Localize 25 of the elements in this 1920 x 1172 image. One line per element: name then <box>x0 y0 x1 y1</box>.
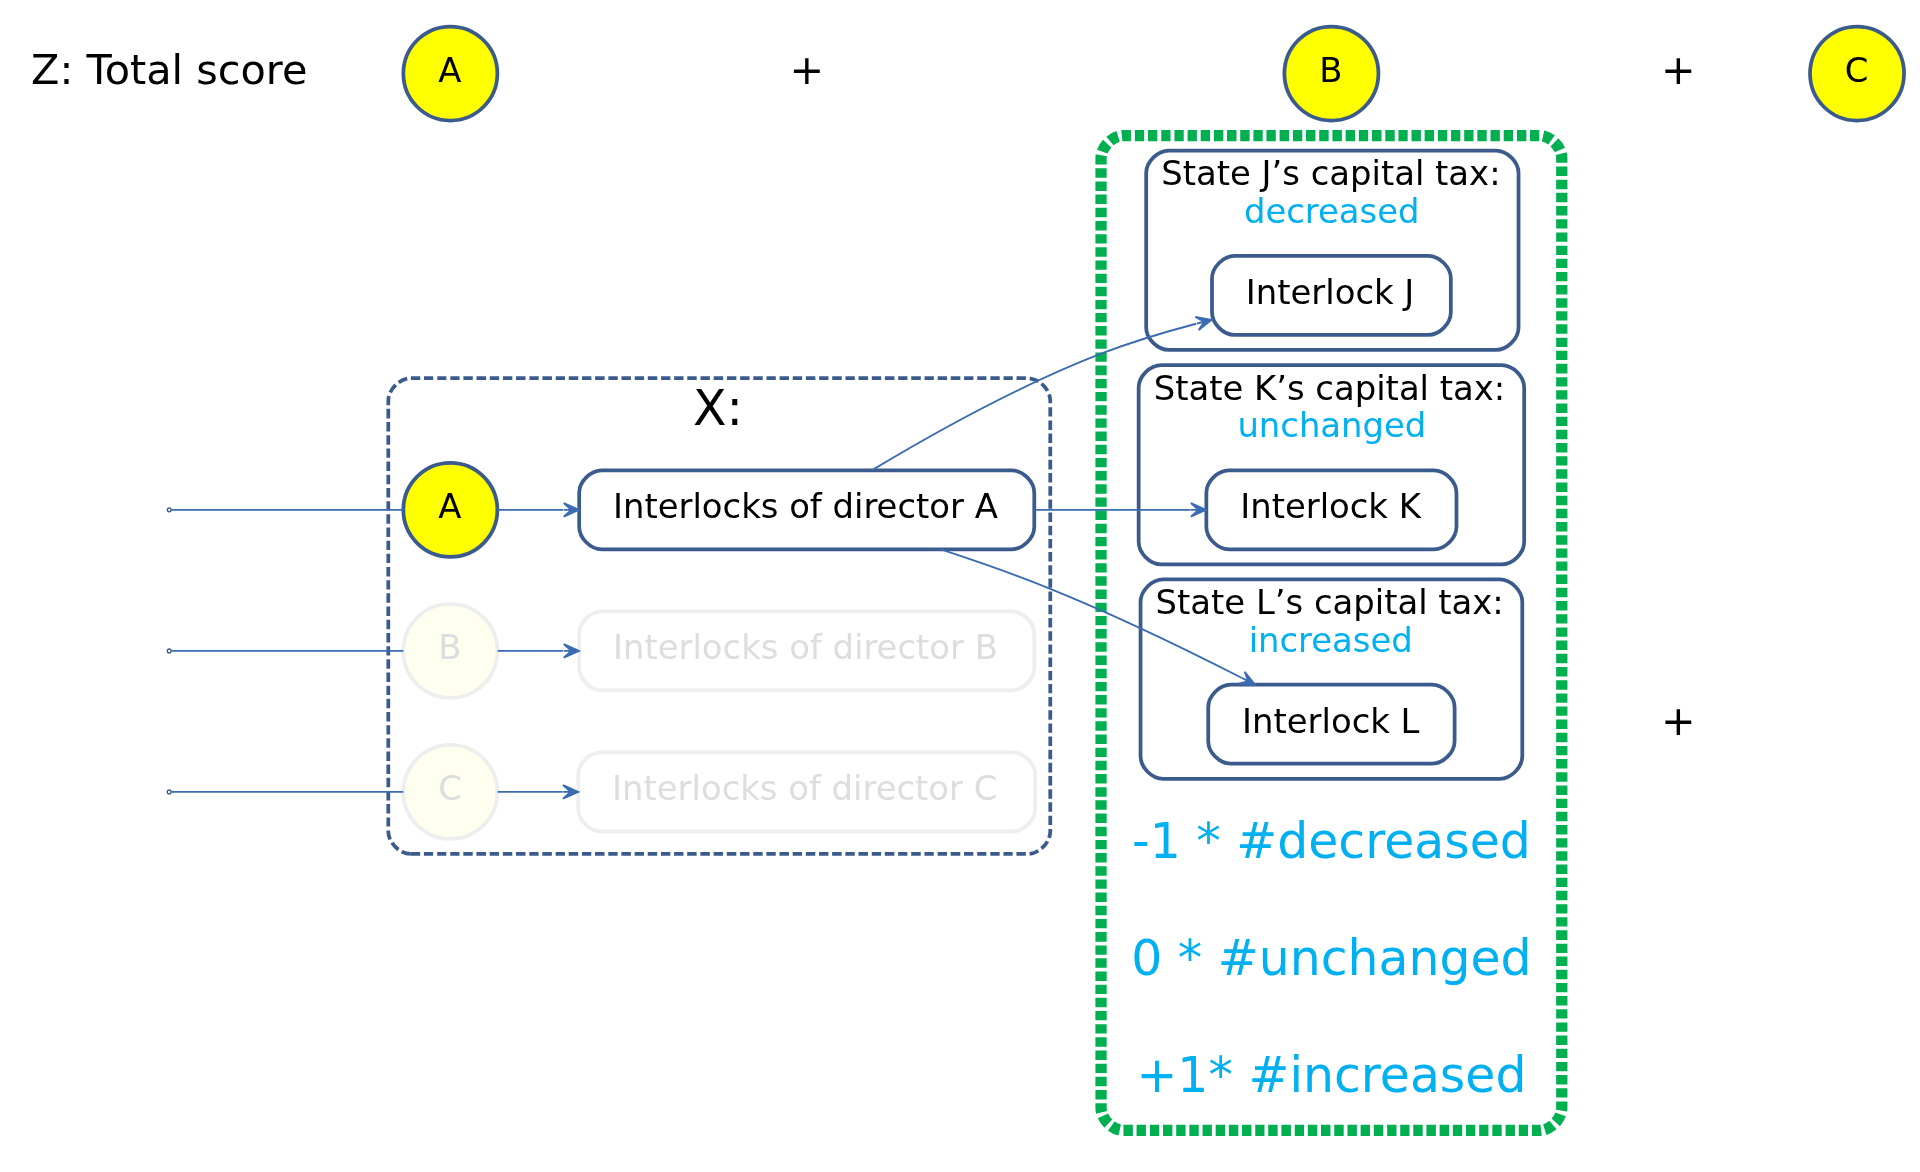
cluster <box>1095 129 1568 1137</box>
node-circle: A <box>401 460 500 559</box>
label: + <box>1661 46 1696 95</box>
label: +1* #increased <box>1136 1046 1527 1104</box>
node-box: Interlocks of director A <box>577 468 1037 552</box>
arrow <box>871 316 1213 472</box>
node-box: Interlock K <box>1204 468 1459 552</box>
node-circle: B <box>1282 24 1381 123</box>
arrow <box>496 643 580 659</box>
arrow <box>496 502 580 518</box>
label: + <box>789 46 825 95</box>
arrow <box>1033 502 1207 518</box>
label: 0 * #unchanged <box>1131 929 1532 987</box>
node-circle: A <box>401 24 500 123</box>
node-box: Interlock L <box>1206 682 1457 766</box>
arrow <box>939 548 1256 686</box>
node-circle: C <box>1808 24 1906 123</box>
arrow <box>496 784 579 800</box>
node-box: Interlock J <box>1210 254 1453 337</box>
label: Z: Total score <box>31 46 308 95</box>
label: -1 * #decreased <box>1132 813 1531 871</box>
connector <box>170 508 405 511</box>
connector <box>170 649 405 652</box>
connector <box>170 791 405 793</box>
label: + <box>1661 696 1696 745</box>
